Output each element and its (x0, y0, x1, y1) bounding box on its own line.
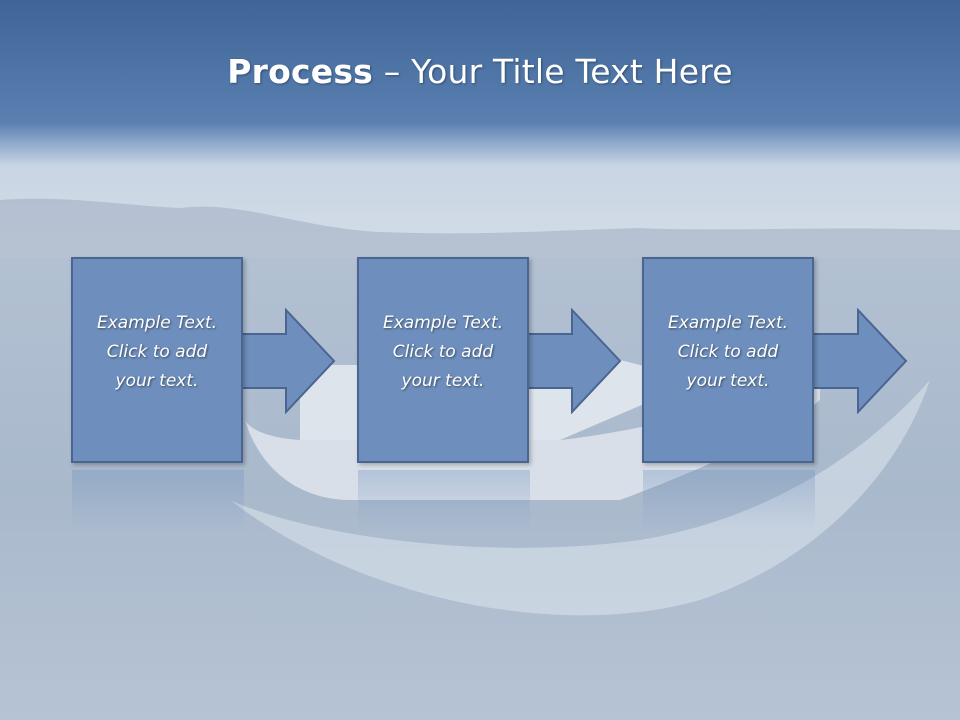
step-1-reflection (72, 470, 244, 530)
step-2-box[interactable]: Example Text. Click to add your text. (357, 257, 533, 467)
step-2-arrow-icon (526, 308, 622, 414)
slide-title[interactable]: Process – Your Title Text Here (0, 52, 960, 91)
step-3-box[interactable]: Example Text. Click to add your text. (642, 257, 818, 467)
step-3-text[interactable]: Example Text. Click to add your text. (667, 313, 789, 391)
title-bold-part: Process (227, 52, 374, 91)
step-3-box-shape (642, 257, 814, 463)
step-2-box-shape (357, 257, 529, 463)
step-1-box[interactable]: Example Text. Click to add your text. (71, 257, 247, 467)
step-2-text[interactable]: Example Text. Click to add your text. (382, 313, 504, 391)
step-2-reflection (358, 470, 530, 530)
step-3-reflection (643, 470, 815, 530)
step-1-box-shape (71, 257, 243, 463)
step-1-arrow-icon (240, 308, 336, 414)
step-1-text[interactable]: Example Text. Click to add your text. (96, 313, 218, 391)
step-3-arrow-icon (812, 308, 908, 414)
title-rest-part: – Your Title Text Here (373, 52, 733, 91)
